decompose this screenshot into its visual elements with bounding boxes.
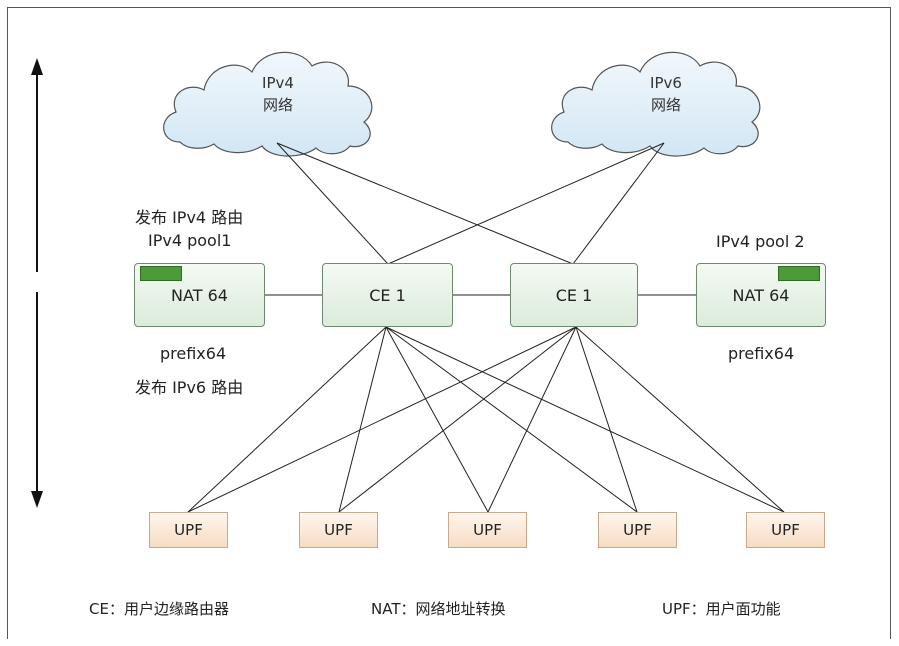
upf-node-1: UPF — [149, 512, 228, 548]
nat64-right-label: NAT 64 — [732, 285, 790, 305]
nat64-right-tag — [778, 266, 820, 281]
ipv4-cloud-line2: 网络 — [262, 96, 293, 114]
upf-node-3: UPF — [448, 512, 527, 548]
nat64-left-tag — [140, 266, 182, 281]
down-arrow — [31, 292, 43, 508]
ce-upf-links — [187, 326, 785, 513]
upf-node-4: UPF — [598, 512, 677, 548]
ipv4-pool1-label: IPv4 pool1 — [148, 231, 232, 250]
diagram-frame — [7, 7, 891, 639]
nat64-left-node: NAT 64 — [134, 263, 265, 327]
ipv4-cloud-line1: IPv4 — [262, 74, 294, 92]
cloud-ce-links — [276, 142, 665, 265]
publish-ipv4-label: 发布 IPv4 路由 — [135, 208, 244, 227]
upf-label-5: UPF — [771, 521, 800, 539]
legend-upf: UPF：用户面功能 — [662, 600, 781, 618]
ce-right-node: CE 1 — [510, 263, 638, 327]
ipv6-cloud — [551, 51, 761, 157]
upf-label-2: UPF — [324, 521, 353, 539]
prefix64-right-label: prefix64 — [728, 344, 795, 363]
upf-label-1: UPF — [174, 521, 203, 539]
nat64-right-node: NAT 64 — [696, 263, 826, 327]
upf-node-5: UPF — [746, 512, 825, 548]
ipv6-cloud-line2: 网络 — [650, 96, 681, 114]
ipv6-cloud-label: IPv6 网络 — [626, 72, 706, 116]
ce-right-label: CE 1 — [555, 285, 593, 305]
upf-label-4: UPF — [623, 521, 652, 539]
ipv6-cloud-line1: IPv6 — [650, 74, 682, 92]
ce-left-label: CE 1 — [369, 285, 406, 305]
ipv4-pool2-label: IPv4 pool 2 — [716, 232, 805, 251]
ce-left-node: CE 1 — [322, 263, 453, 327]
prefix64-left-label: prefix64 — [160, 344, 227, 363]
publish-ipv6-label: 发布 IPv6 路由 — [135, 378, 244, 397]
ipv4-cloud — [163, 51, 373, 157]
upf-node-2: UPF — [299, 512, 378, 548]
nat64-left-label: NAT 64 — [171, 285, 228, 305]
upf-label-3: UPF — [473, 521, 502, 539]
up-arrow — [31, 58, 43, 272]
ipv4-cloud-label: IPv4 网络 — [238, 72, 318, 116]
legend-ce: CE：用户边缘路由器 — [89, 600, 229, 618]
legend-nat: NAT：网络地址转换 — [371, 600, 506, 618]
